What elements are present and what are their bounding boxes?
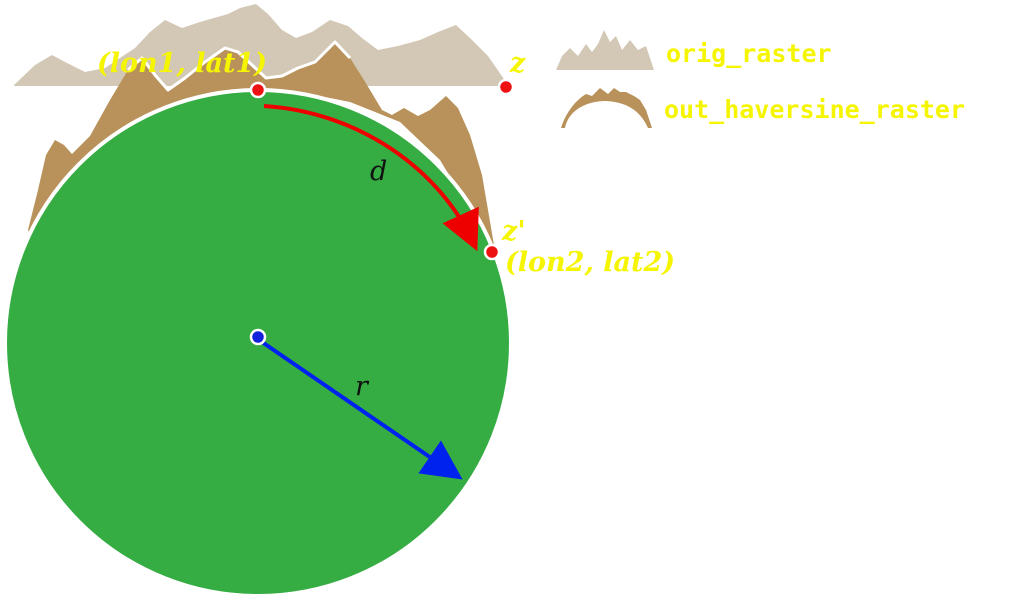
legend: orig_raster out_haversine_raster — [556, 30, 965, 128]
z-point-marker — [497, 78, 515, 96]
radius-arrow — [260, 340, 463, 480]
end-point-marker — [483, 243, 501, 261]
distance-arrow — [263, 104, 479, 252]
end-point-label: (lon2, lat2) — [505, 247, 675, 278]
z-prime-label: z' — [501, 216, 526, 247]
radius-label: r — [355, 371, 370, 402]
mountain-icon — [556, 30, 654, 70]
center-point-marker — [249, 328, 267, 346]
z-label: z — [509, 48, 526, 79]
legend-label-haversine-raster: out_haversine_raster — [664, 95, 965, 124]
start-point-marker — [249, 81, 267, 99]
distance-label: d — [370, 156, 387, 187]
start-point-label: (lon1, lat1) — [97, 48, 267, 79]
curved-mountain-icon — [561, 88, 652, 128]
haversine-raster-terrain — [28, 42, 494, 250]
legend-label-orig-raster: orig_raster — [666, 39, 832, 68]
haversine-terrain-edge — [127, 40, 352, 92]
